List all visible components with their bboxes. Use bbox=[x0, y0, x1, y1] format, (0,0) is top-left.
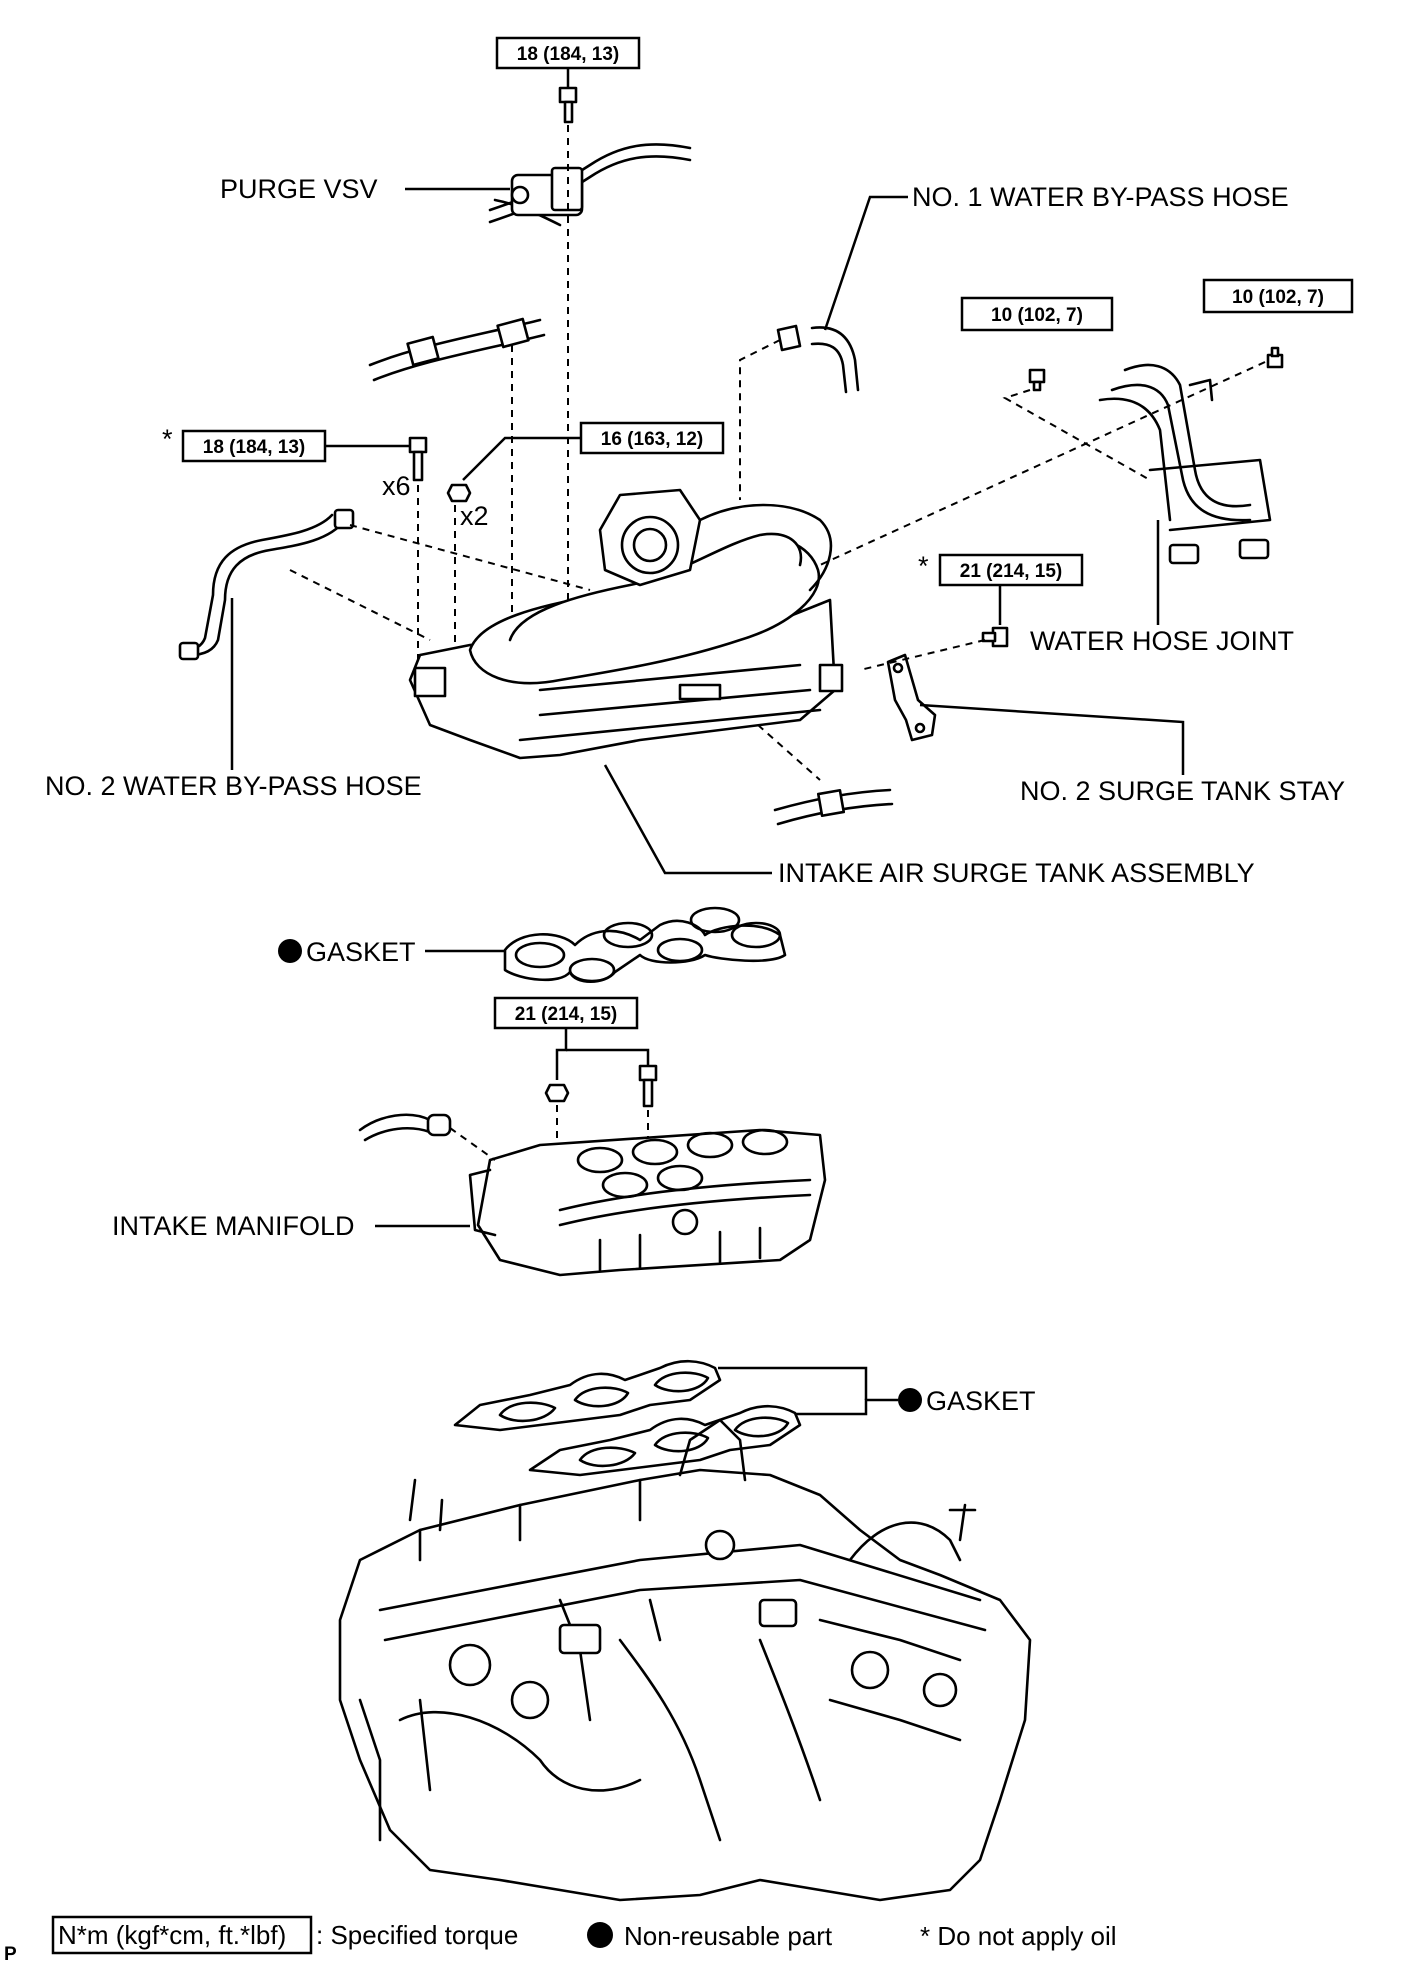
torque-box-surge-tank-stay: * 21 (214, 15) bbox=[918, 551, 1084, 625]
intake-manifold-label: INTAKE MANIFOLD bbox=[112, 1211, 355, 1241]
intake-air-surge-tank-label: INTAKE AIR SURGE TANK ASSEMBLY bbox=[778, 858, 1255, 888]
purge-vsv-label: PURGE VSV bbox=[220, 174, 378, 204]
no2-surge-tank-stay-drawing bbox=[886, 653, 937, 742]
torque-box-purge-vsv: 18 (184, 13) bbox=[495, 36, 641, 88]
svg-text:10 (102, 7): 10 (102, 7) bbox=[991, 305, 1083, 326]
lower-hose-drawing bbox=[773, 788, 894, 826]
svg-text:: Specified torque: : Specified torque bbox=[316, 1920, 518, 1950]
upper-hose-drawing bbox=[368, 317, 546, 382]
torque-box-water-joint-right: 10 (102, 7) bbox=[1202, 278, 1354, 314]
torque-box-surge-tank-bolts: * 18 (184, 13) bbox=[162, 424, 410, 463]
svg-text:N*m (kgf*cm, ft.*lbf): N*m (kgf*cm, ft.*lbf) bbox=[58, 1920, 286, 1950]
lower-gasket-front-drawing bbox=[453, 1359, 722, 1432]
engine-block-drawing bbox=[338, 1418, 1032, 1902]
torque-box-water-joint-left: 10 (102, 7) bbox=[960, 296, 1114, 332]
gasket-lower-leader bbox=[718, 1366, 868, 1400]
intake-manifold-nut-icon bbox=[544, 1083, 570, 1103]
legend: N*m (kgf*cm, ft.*lbf) : Specified torque… bbox=[51, 1915, 1117, 1955]
svg-text:*: * bbox=[162, 424, 173, 454]
purge-vsv-drawing bbox=[488, 143, 692, 227]
surge-tank-stay-bolt-icon bbox=[981, 626, 1009, 648]
water-hose-joint-drawing bbox=[1098, 363, 1272, 565]
intake-air-surge-tank-drawing bbox=[408, 488, 844, 760]
svg-text:* Do not apply oil: * Do not apply oil bbox=[920, 1921, 1117, 1951]
upper-gasket-drawing bbox=[503, 906, 787, 984]
torque-box-surge-tank-nuts: 16 (163, 12) bbox=[462, 421, 725, 481]
lower-gasket-rear-drawing bbox=[528, 1404, 802, 1477]
intake-manifold-bolt-icon bbox=[638, 1064, 658, 1108]
water-joint-bolt-right-icon bbox=[1266, 346, 1284, 369]
no2-surge-tank-stay-label: NO. 2 SURGE TANK STAY bbox=[1020, 776, 1345, 806]
gasket-upper-label: GASKET bbox=[306, 937, 416, 967]
legend-non-reusable-icon bbox=[587, 1922, 613, 1948]
corner-code: P bbox=[4, 1944, 17, 1963]
svg-text:21 (214, 15): 21 (214, 15) bbox=[960, 561, 1062, 582]
svg-text:16 (163, 12): 16 (163, 12) bbox=[601, 429, 703, 450]
non-reusable-dot-icon bbox=[278, 939, 302, 963]
svg-text:*: * bbox=[918, 551, 929, 581]
non-reusable-dot-lower-icon bbox=[898, 1388, 922, 1412]
qty-nuts-label: x2 bbox=[460, 501, 489, 531]
water-joint-bolt-left-icon bbox=[1028, 368, 1046, 392]
no2-water-bypass-hose-drawing bbox=[178, 508, 355, 661]
no1-water-bypass-hose-drawing bbox=[776, 324, 860, 394]
water-hose-joint-label: WATER HOSE JOINT bbox=[1030, 626, 1294, 656]
intake-manifold-drawing bbox=[468, 1128, 827, 1277]
gasket-lower-label: GASKET bbox=[926, 1386, 1036, 1416]
svg-text:18 (184, 13): 18 (184, 13) bbox=[203, 437, 305, 458]
surge-tank-bolt-icon bbox=[408, 436, 428, 482]
svg-text:21 (214, 15): 21 (214, 15) bbox=[515, 1004, 617, 1025]
surge-tank-nut-icon bbox=[446, 483, 472, 503]
no1-water-bypass-hose-label: NO. 1 WATER BY-PASS HOSE bbox=[912, 182, 1289, 212]
svg-text:10 (102, 7): 10 (102, 7) bbox=[1232, 287, 1324, 308]
purge-vsv-bolt-icon bbox=[558, 86, 578, 124]
svg-text:18 (184, 13): 18 (184, 13) bbox=[517, 44, 619, 65]
torque-box-intake-manifold: 21 (214, 15) bbox=[493, 996, 650, 1080]
intake-manifold-harness-drawing bbox=[358, 1113, 452, 1142]
qty-bolts-label: x6 bbox=[382, 471, 411, 501]
legend-torque-box bbox=[51, 1915, 313, 1955]
svg-text:Non-reusable part: Non-reusable part bbox=[624, 1921, 833, 1951]
no2-water-bypass-hose-label: NO. 2 WATER BY-PASS HOSE bbox=[45, 771, 422, 801]
